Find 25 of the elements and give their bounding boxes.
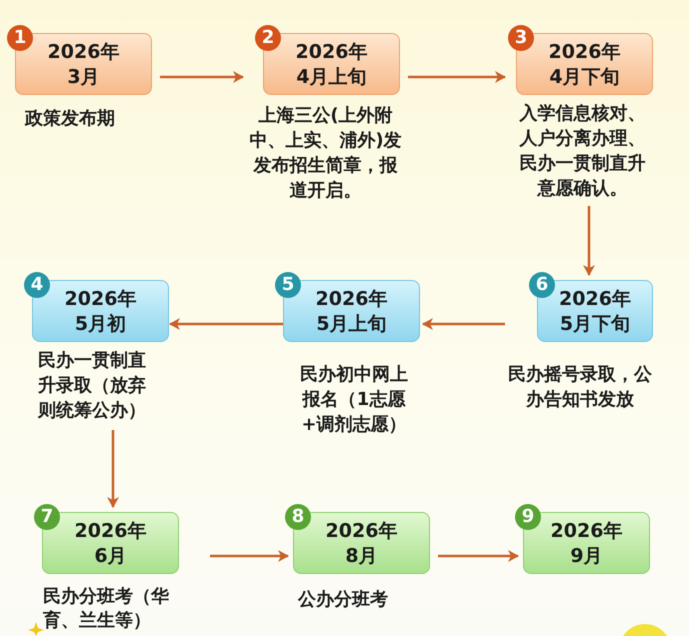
step-description: 民办初中网上报名（1志愿+调剂志愿）	[299, 363, 409, 437]
step-description: 民办一贯制直升录取（放弃则统筹公办）	[38, 349, 147, 423]
step-description: 公办分班考	[298, 588, 389, 612]
step-number-badge: 5	[275, 272, 301, 298]
arrow	[160, 71, 244, 83]
step-number-badge: 3	[508, 25, 534, 51]
step-description: 民办摇号录取，公办告知书发放	[507, 363, 653, 412]
step-number-badge: 2	[255, 25, 281, 51]
step-number-badge: 9	[515, 504, 541, 530]
step-description: 上海三公(上外附中、上实、浦外)发发布招生简章，报道开启。	[248, 104, 403, 203]
step-number-badge: 1	[7, 25, 33, 51]
step-number-badge: 6	[529, 272, 555, 298]
step-number-badge: 7	[34, 504, 60, 530]
arrow	[210, 550, 289, 562]
arrow	[169, 318, 283, 330]
arrow	[438, 550, 519, 562]
step-number-badge: 4	[24, 272, 50, 298]
arrow	[422, 318, 505, 330]
arrow	[583, 206, 595, 276]
step-description: 入学信息核对、人户分离办理、民办一贯制直升意愿确认。	[518, 102, 646, 201]
step-description: 政策发布期	[25, 107, 116, 131]
arrow	[107, 430, 119, 508]
arrow	[408, 71, 506, 83]
step-number-badge: 8	[285, 504, 311, 530]
step-description: 民办分班考（华育、兰生等）	[43, 585, 170, 633]
